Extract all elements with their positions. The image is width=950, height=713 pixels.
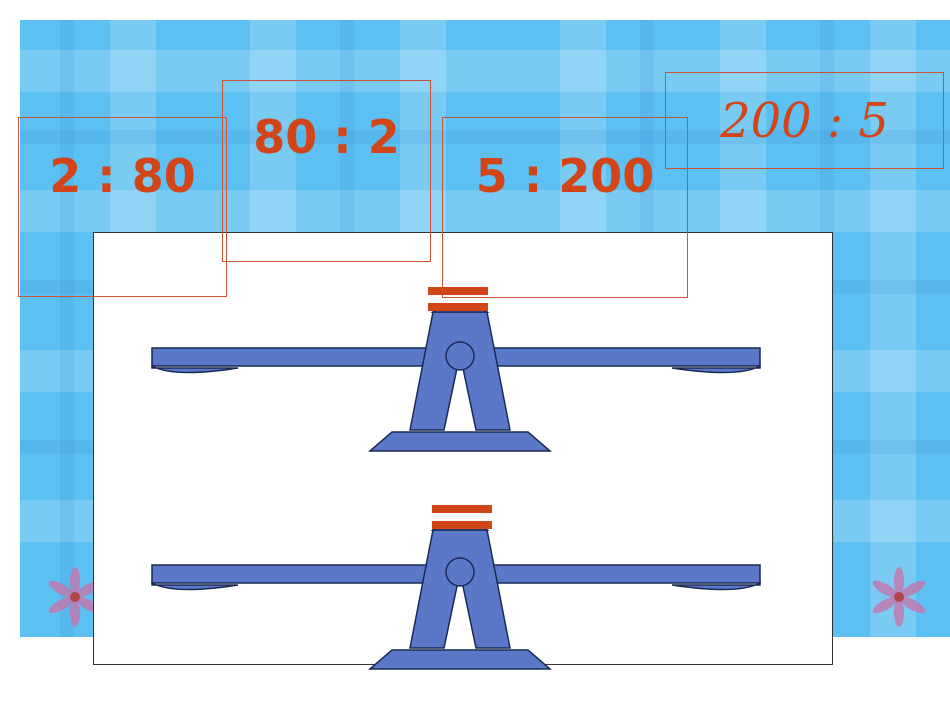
flower-icon (872, 567, 926, 627)
ratio-box: 200 : 5 (665, 72, 944, 169)
ratio-box: 80 : 2 (222, 80, 431, 262)
ratio-text: 5 : 200 (475, 149, 655, 203)
ratio-box: 5 : 200 (442, 117, 688, 298)
ratio-text: 2 : 80 (49, 149, 196, 203)
ratio-box: 2 : 80 (18, 117, 227, 297)
ratio-text: 80 : 2 (253, 110, 400, 164)
ratio-text: 200 : 5 (720, 93, 889, 149)
equals-sign-icon (432, 505, 492, 529)
equals-sign-icon (428, 287, 488, 311)
seesaw-icon (151, 522, 761, 670)
seesaw-icon (151, 304, 761, 452)
